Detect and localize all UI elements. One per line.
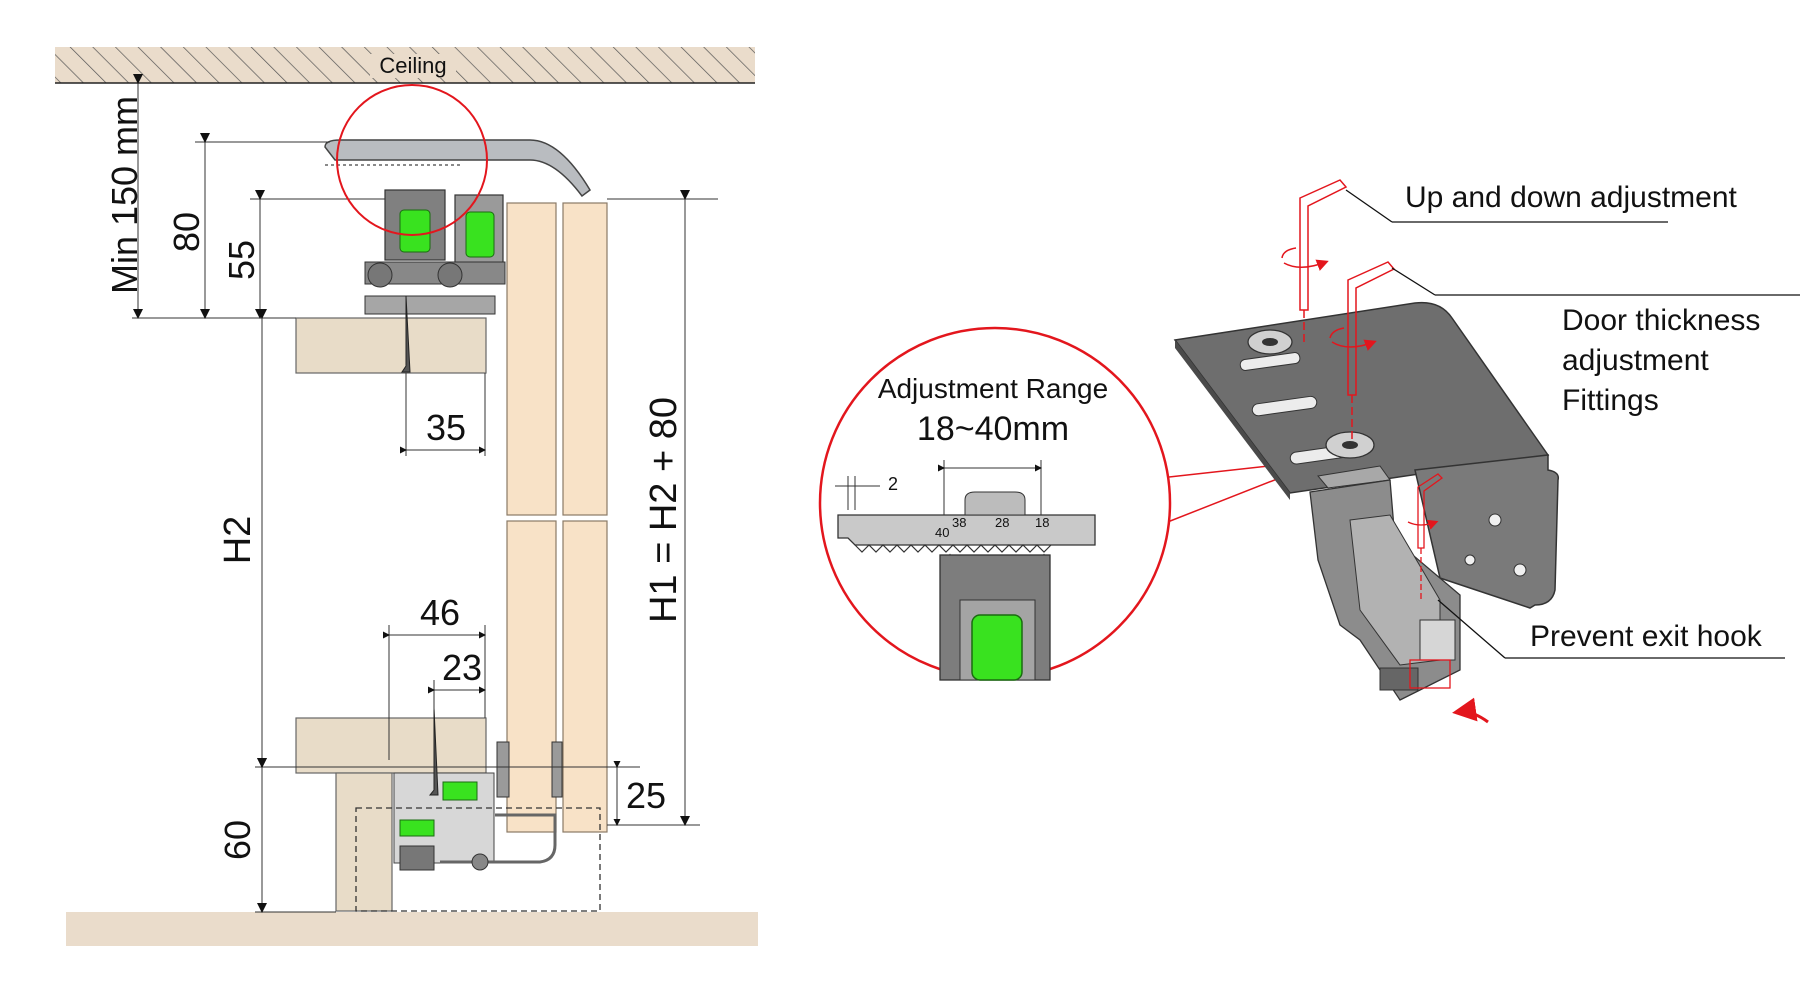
dim-80-label: 80: [166, 212, 207, 252]
tick-2-label: 2: [888, 474, 898, 494]
bottom-shelf: [295, 717, 487, 774]
bracket-3d-drawing: [1173, 179, 1800, 724]
green-roller: [971, 614, 1023, 681]
detail-magnifier: Adjustment Range 18~40mm 2 40 38 28 18: [818, 326, 1306, 681]
floor: [66, 912, 758, 946]
callout-door-thickness-3: Fittings: [1562, 384, 1659, 417]
adjustment-range-value: 18~40mm: [917, 410, 1069, 448]
side-panel: [335, 772, 393, 912]
bottom-screw: [428, 707, 439, 796]
dim-25-label: 25: [626, 775, 666, 816]
scale-40-label: 40: [935, 525, 949, 540]
scale-38-label: 38: [952, 515, 966, 530]
min-clearance-label: Min 150 mm: [104, 96, 145, 294]
top-roller-assembly: [364, 189, 506, 315]
dim-46-label: 46: [420, 592, 460, 633]
dim-h1-label: H1 = H2 + 80: [643, 397, 685, 623]
dim-35-label: 35: [426, 407, 466, 448]
dim-23-label: 23: [442, 647, 482, 688]
top-bracket: [324, 139, 591, 198]
left-section-drawing: Ceiling: [55, 47, 758, 946]
adjustment-rail: [837, 514, 1096, 546]
rotation-arrow: [1452, 697, 1489, 724]
detail-indicator-circle: [336, 84, 488, 236]
top-shelf: [295, 317, 487, 374]
callout-door-thickness-2: adjustment: [1562, 344, 1709, 377]
hex-key-door-thickness: [1329, 261, 1396, 440]
adjustment-range-title: Adjustment Range: [878, 373, 1108, 404]
callout-exit-hook: Prevent exit hook: [1530, 620, 1763, 653]
dim-h2-label: H2: [217, 516, 259, 565]
callout-door-thickness-1: Door thickness: [1562, 304, 1760, 337]
ceiling-label: Ceiling: [379, 53, 446, 78]
door-panels: [506, 202, 608, 833]
bottom-track-assembly: [393, 741, 563, 871]
scale-18-label: 18: [1035, 515, 1049, 530]
dim-60-label: 60: [217, 820, 258, 860]
hex-key-exit-hook: [1407, 473, 1443, 600]
top-screw: [401, 295, 411, 373]
scale-28-label: 28: [995, 515, 1009, 530]
dim-55-label: 55: [221, 240, 262, 280]
callout-up-down: Up and down adjustment: [1405, 181, 1738, 214]
hex-key-up-down: [1281, 179, 1348, 342]
